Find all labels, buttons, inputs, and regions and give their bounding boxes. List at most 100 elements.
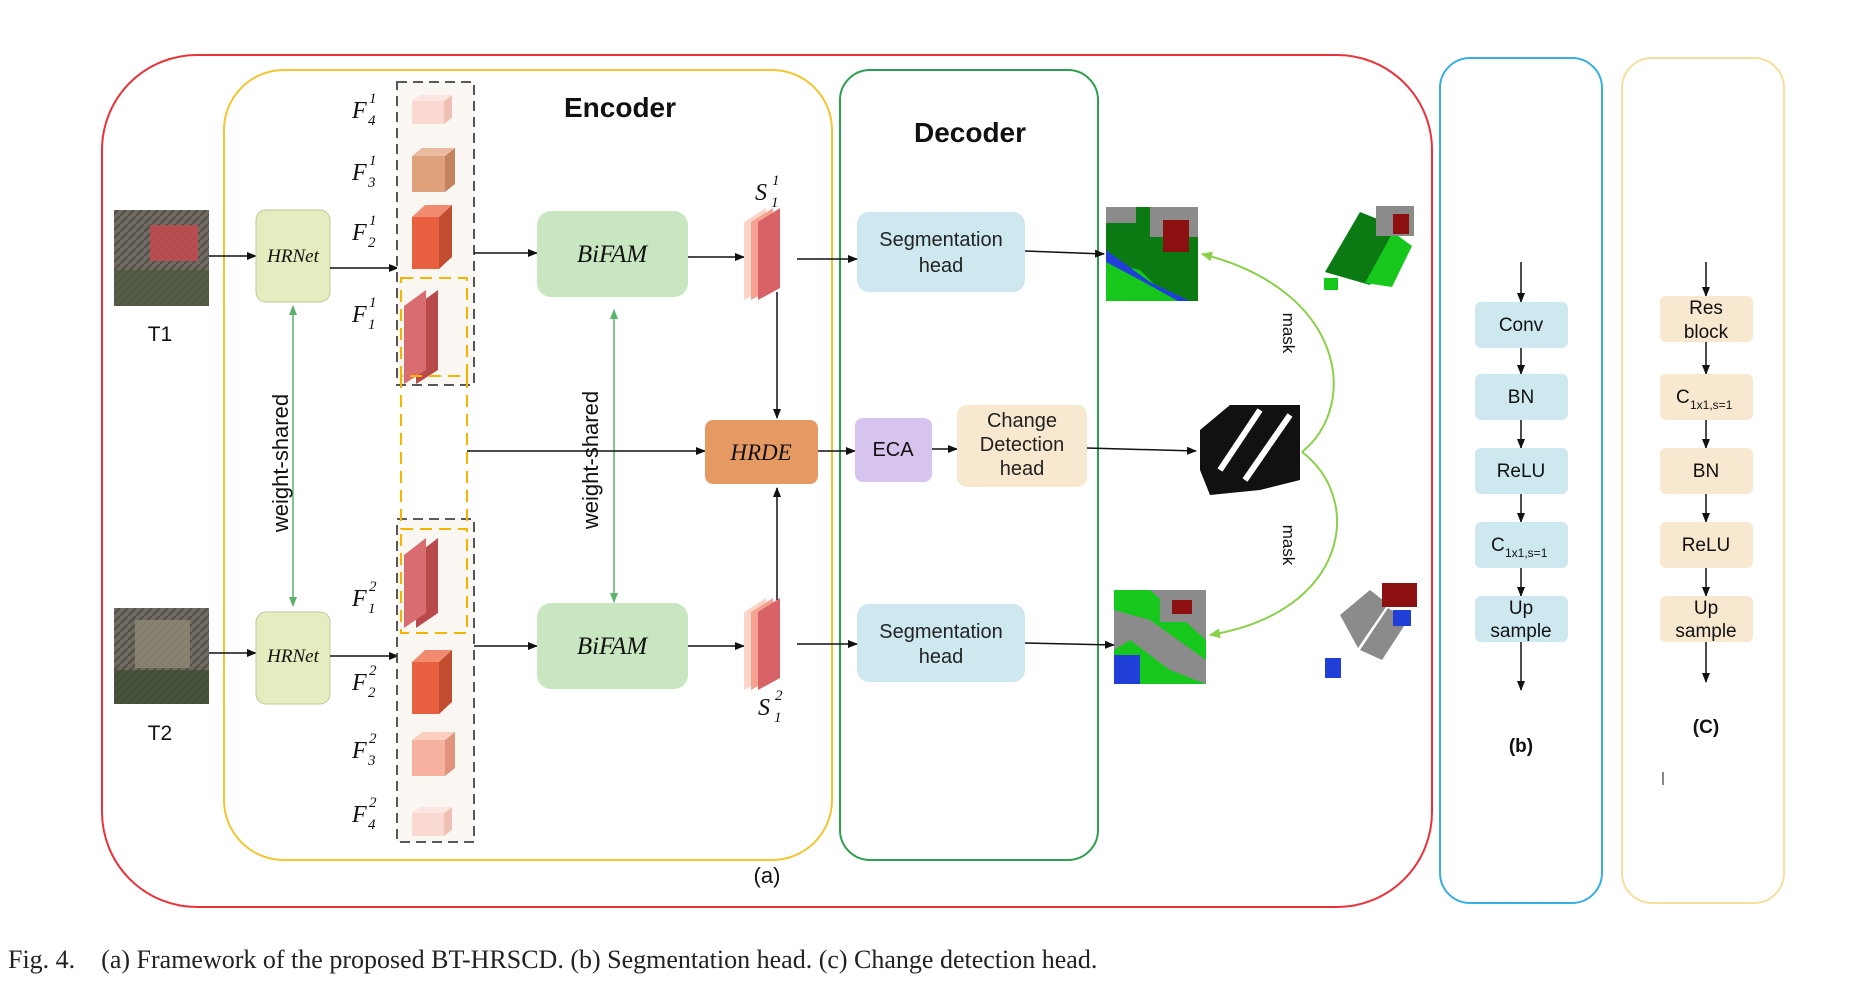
panel-b-conv1x1-label: C <box>1491 535 1505 556</box>
svg-text:1: 1 <box>771 195 779 211</box>
hrde-label: HRDE <box>729 440 791 465</box>
panel-b-upsample <box>1475 596 1568 642</box>
panel-b-bn-label: BN <box>1508 387 1534 408</box>
svg-text:F: F <box>351 802 367 828</box>
feature-label-f2-t2: F 2 2 <box>351 663 377 701</box>
encoder-title: Encoder <box>564 92 676 123</box>
hrde-block: HRDE <box>705 420 818 484</box>
feature-label-f3-t1: F 3 1 <box>351 153 377 191</box>
feature-label-f1-t2: F 1 2 <box>351 579 377 617</box>
weight-shared-label-bifam: weight-shared <box>578 391 603 530</box>
svg-text:2: 2 <box>369 579 377 595</box>
encoder-frame <box>223 69 833 861</box>
hrnet-label-t1: HRNet <box>266 246 319 267</box>
feature-block-f2-t1 <box>412 205 452 269</box>
masked-output-t2 <box>1325 583 1417 678</box>
panel-c-relu <box>1660 522 1753 568</box>
s1-feature-stack <box>744 208 780 300</box>
svg-text:Detection: Detection <box>980 434 1065 456</box>
weight-shared-label-hrnet: weight-shared <box>268 394 293 533</box>
feature-label-f2-t1: F 2 1 <box>351 213 377 251</box>
semantic-map-t1 <box>1106 207 1198 301</box>
feature-block-f3-t2 <box>412 732 455 776</box>
bifam-label-t1: BiFAM <box>577 241 649 268</box>
panel-c-upsample <box>1660 596 1753 642</box>
svg-text:2: 2 <box>369 731 377 747</box>
svg-text:Change: Change <box>987 410 1057 432</box>
panel-a-label: (a) <box>754 863 781 888</box>
svg-text:head: head <box>919 646 964 668</box>
svg-text:1: 1 <box>774 710 782 726</box>
hrnet-label-t2: HRNet <box>266 646 319 667</box>
masked-output-t1 <box>1322 200 1417 290</box>
hrnet-block-t2: HRNet <box>255 611 331 705</box>
feature-block-f4-t1 <box>412 95 452 124</box>
panel-b-upsample-line1: Up <box>1509 598 1533 619</box>
panel-c-conv1x1 <box>1660 374 1753 420</box>
panel-b-label: (b) <box>1509 736 1533 757</box>
panel-b-frame <box>1439 57 1603 904</box>
svg-text:Segmentation: Segmentation <box>879 229 1002 251</box>
svg-text:head: head <box>919 255 964 277</box>
semantic-map-t2 <box>1114 590 1206 684</box>
svg-text:2: 2 <box>369 663 377 679</box>
f1-link-top <box>400 277 468 377</box>
decoder-title: Decoder <box>914 117 1026 148</box>
bifam-block-t2: BiFAM <box>537 603 688 689</box>
feature-block-f1-t2 <box>404 538 438 628</box>
panel-c-conv1x1-sub: 1x1,s=1 <box>1690 398 1733 412</box>
hrnet-block-t1: HRNet <box>255 209 331 303</box>
panel-b-bn <box>1475 374 1568 420</box>
change-detection-head-block: Change Detection head <box>957 405 1087 487</box>
mask-arrow-top <box>1201 251 1335 453</box>
mask-arrow-bottom <box>1209 451 1339 639</box>
svg-text:Segmentation: Segmentation <box>879 621 1002 643</box>
panel-c-frame <box>1621 57 1785 904</box>
panel-c-upsample-line1: Up <box>1694 598 1718 619</box>
panel-c-label: (C) <box>1693 717 1719 738</box>
panel-a-frame <box>101 54 1433 908</box>
panel-c-resblock <box>1660 296 1753 342</box>
s2-feature-stack <box>744 598 780 690</box>
svg-text:1: 1 <box>368 317 376 333</box>
mask-label-bottom: mask <box>1279 525 1298 566</box>
panel-b-stack: Conv BN ReLU C 1x1,s=1 Up sample <box>1475 262 1568 691</box>
mask-label-top: mask <box>1279 313 1298 354</box>
segmentation-head-t2: Segmentation head <box>857 604 1025 682</box>
s1-label: S 1 1 <box>755 173 780 211</box>
svg-text:F: F <box>351 586 367 612</box>
svg-text:1: 1 <box>369 213 377 229</box>
panel-c-relu-label: ReLU <box>1682 535 1731 556</box>
svg-text:1: 1 <box>369 91 377 107</box>
feature-block-f1-t1 <box>404 290 438 384</box>
panel-c-bn <box>1660 448 1753 494</box>
svg-text:3: 3 <box>367 175 376 191</box>
svg-text:F: F <box>351 670 367 696</box>
svg-text:head: head <box>1000 458 1045 480</box>
feature-block-f4-t2 <box>412 807 452 836</box>
input-image-t2 <box>114 608 209 704</box>
bifam-block-t1: BiFAM <box>537 211 688 297</box>
f1-link-bottom <box>400 528 468 634</box>
svg-text:4: 4 <box>368 113 376 129</box>
svg-text:F: F <box>351 738 367 764</box>
change-mask-output <box>1200 405 1300 495</box>
svg-text:1: 1 <box>368 601 376 617</box>
svg-text:F: F <box>351 160 367 186</box>
eca-block: ECA <box>855 418 932 482</box>
svg-text:2: 2 <box>368 685 376 701</box>
panel-c-bn-label: BN <box>1693 461 1719 482</box>
svg-text:2: 2 <box>775 688 783 704</box>
svg-text:1: 1 <box>772 173 780 189</box>
feature-block-f3-t1 <box>412 148 455 192</box>
bifam-label-t2: BiFAM <box>577 633 649 660</box>
panel-b-relu-label: ReLU <box>1497 461 1546 482</box>
panel-b-conv-label: Conv <box>1499 315 1544 336</box>
feature-label-f4-t2: F 4 2 <box>351 795 377 833</box>
panel-c-upsample-line2: sample <box>1675 621 1736 642</box>
svg-text:3: 3 <box>367 753 376 769</box>
panel-c-resblock-line2: block <box>1684 322 1729 343</box>
feature-label-f3-t2: F 3 2 <box>351 731 377 769</box>
eca-label: ECA <box>872 439 914 461</box>
